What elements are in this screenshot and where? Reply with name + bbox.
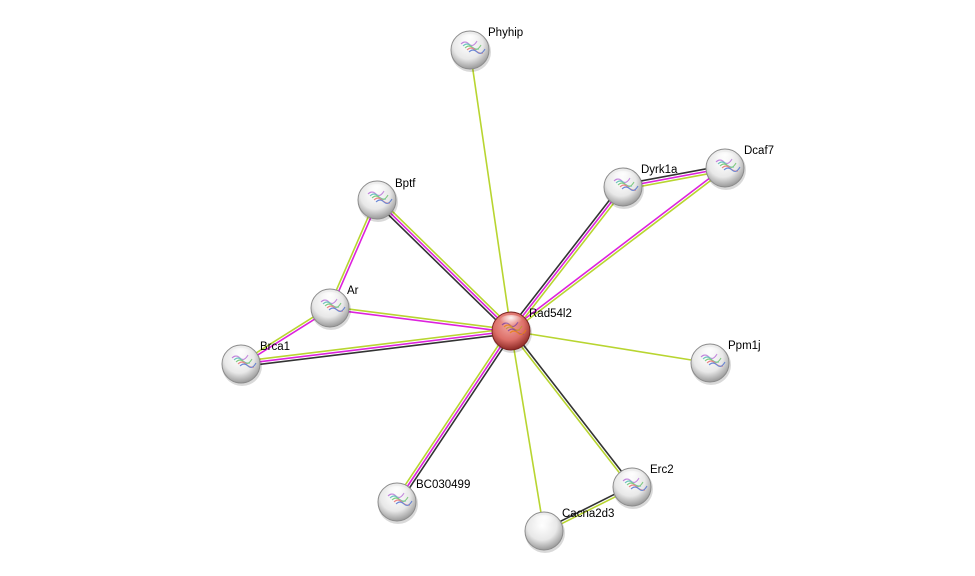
node-label: Bptf [395,178,416,190]
edge-line-experiments [376,199,512,332]
edge-line-textmining [330,305,512,331]
edge-rad54l2-bc030499[interactable] [394,329,514,504]
edge-line-experiments [329,308,511,334]
node-label: Ar [347,285,359,297]
node-highlight [229,348,253,362]
node-highlight [698,347,722,361]
node-label: Brca1 [260,341,290,353]
node-phyhip[interactable]: Phyhip [450,27,523,72]
edge-rad54l2-cacna2d3[interactable] [510,330,545,532]
node-highlight [458,34,482,48]
edge-rad54l2-ar[interactable] [329,305,512,334]
edge-rad54l2-ppm1j[interactable] [510,330,711,364]
edge-line-textmining [509,331,632,489]
edge-line-experiments [396,330,512,503]
node-dyrk1a[interactable]: Dyrk1a [603,164,678,209]
node-label: Dcaf7 [744,145,774,157]
node-rad54l2[interactable]: Rad54l2 [491,308,572,353]
node-highlight [713,152,737,166]
edge-line-textmining [511,168,727,333]
node-dcaf7[interactable]: Dcaf7 [705,145,774,190]
node-label: Ppm1j [728,340,761,352]
edge-rad54l2-dyrk1a[interactable] [508,184,626,334]
node-highlight [318,292,342,306]
node-label: Cacna2d3 [562,508,614,520]
node-label: Erc2 [650,464,674,476]
edge-bptf-ar[interactable] [328,199,379,309]
node-highlight [365,184,389,198]
node-label: Rad54l2 [529,308,572,320]
edge-line-coexpression [374,201,510,334]
node-bc030499[interactable]: BC030499 [377,479,470,524]
edge-rad54l2-erc2[interactable] [509,329,634,489]
node-bptf[interactable]: Bptf [357,178,416,222]
edge-line-textmining [512,188,626,334]
node-highlight [385,486,409,500]
edge-line-experiments [240,330,512,365]
edge-rad54l2-bptf[interactable] [374,197,514,334]
edge-line-textmining [469,49,512,332]
node-erc2[interactable]: Erc2 [612,464,674,509]
edge-line-textmining [240,327,511,363]
node-brca1[interactable]: Brca1 [221,341,290,386]
node-ar[interactable]: Ar [310,285,359,330]
edge-line-experiments [330,200,379,309]
node-highlight [499,315,523,329]
edge-line-coexpression [508,184,622,330]
node-highlight [532,515,556,529]
node-label: BC030499 [416,479,470,491]
edge-line-textmining [328,199,377,308]
edge-rad54l2-dcaf7[interactable] [509,166,727,333]
edge-line-textmining [510,330,711,364]
edge-line-coexpression [398,331,514,504]
edge-line-textmining [394,329,510,502]
node-label: Phyhip [488,27,523,39]
edge-line-coexpression [241,332,512,368]
node-highlight [611,171,635,185]
node-label: Dyrk1a [641,164,678,176]
node-cacna2d3[interactable]: Cacna2d3 [524,508,614,553]
edge-line-experiments [509,166,725,331]
edge-line-experiments [510,186,624,332]
edge-rad54l2-phyhip[interactable] [469,49,512,332]
node-highlight [620,471,644,485]
edge-line-textmining [378,197,514,330]
edge-line-textmining [510,330,545,532]
edge-rad54l2-brca1[interactable] [240,327,512,368]
node-ppm1j[interactable]: Ppm1j [690,340,761,385]
edge-line-coexpression [511,329,634,487]
